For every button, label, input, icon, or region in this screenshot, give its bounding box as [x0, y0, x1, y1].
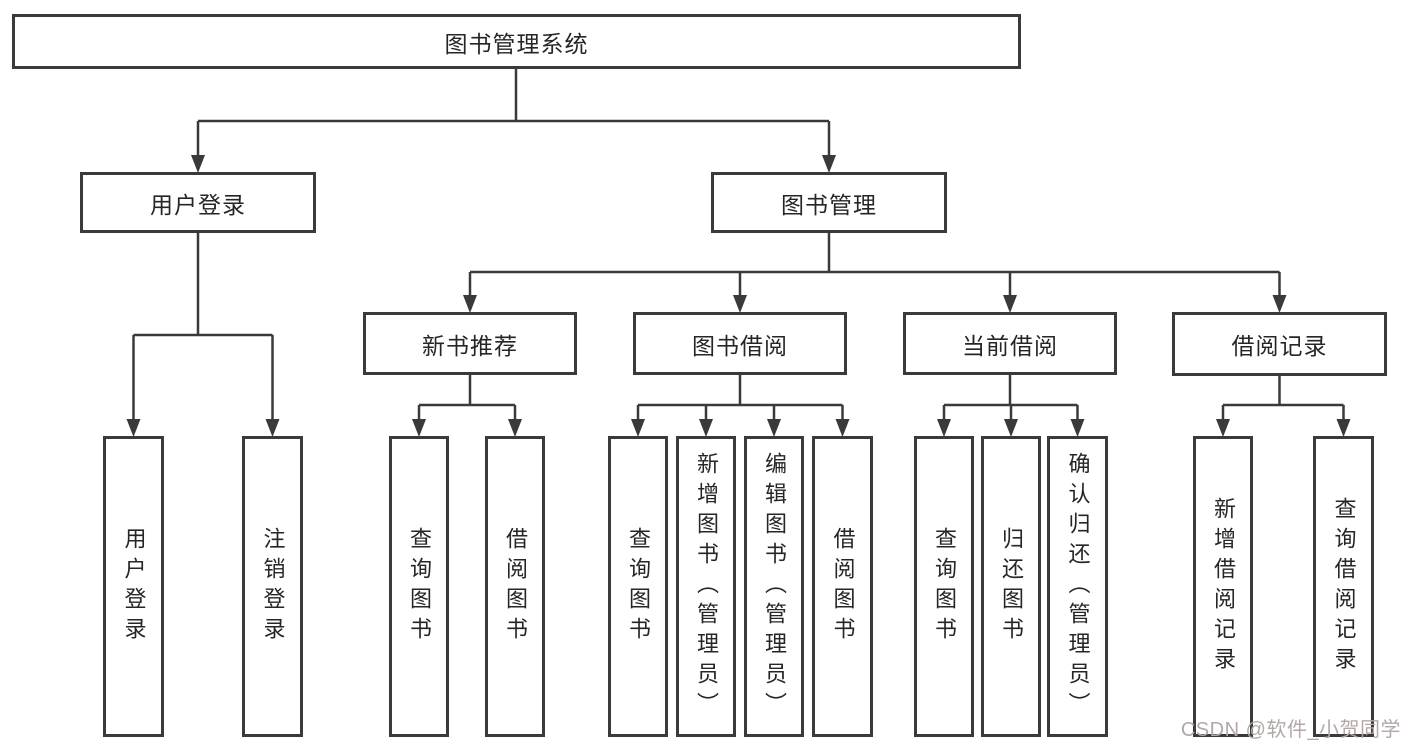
node-book-management: 图书管理: [711, 172, 947, 233]
leaf-nbr-borrow-books: 借阅图书: [485, 436, 545, 737]
leaf-cb-query-books: 查询图书: [914, 436, 974, 737]
leaf-cb-return-books: 归还图书: [981, 436, 1041, 737]
leaf-bb-add-books-admin: 新增图书（管理员）: [676, 436, 736, 737]
node-new-book-recommend: 新书推荐: [363, 312, 577, 375]
leaf-nbr-query-books: 查询图书: [389, 436, 449, 737]
leaf-bb-borrow-books: 借阅图书: [812, 436, 873, 737]
leaf-br-add-record: 新增借阅记录: [1193, 436, 1253, 737]
leaf-logout: 注销登录: [242, 436, 303, 737]
csdn-watermark: CSDN @软件_小贺同学: [1180, 719, 1401, 741]
node-root-system: 图书管理系统: [12, 14, 1021, 69]
leaf-user-login: 用户登录: [103, 436, 164, 737]
leaf-br-query-record: 查询借阅记录: [1313, 436, 1374, 737]
leaf-bb-query-books: 查询图书: [608, 436, 668, 737]
arrowheads: [126, 155, 1351, 437]
leaf-bb-edit-books-admin: 编辑图书（管理员）: [744, 436, 804, 737]
node-book-borrowing: 图书借阅: [633, 312, 847, 375]
node-borrowing-records: 借阅记录: [1172, 312, 1387, 376]
leaf-cb-confirm-return-admin: 确认归还（管理员）: [1047, 436, 1108, 737]
node-user-login: 用户登录: [80, 172, 316, 233]
node-current-borrowing: 当前借阅: [903, 312, 1117, 375]
